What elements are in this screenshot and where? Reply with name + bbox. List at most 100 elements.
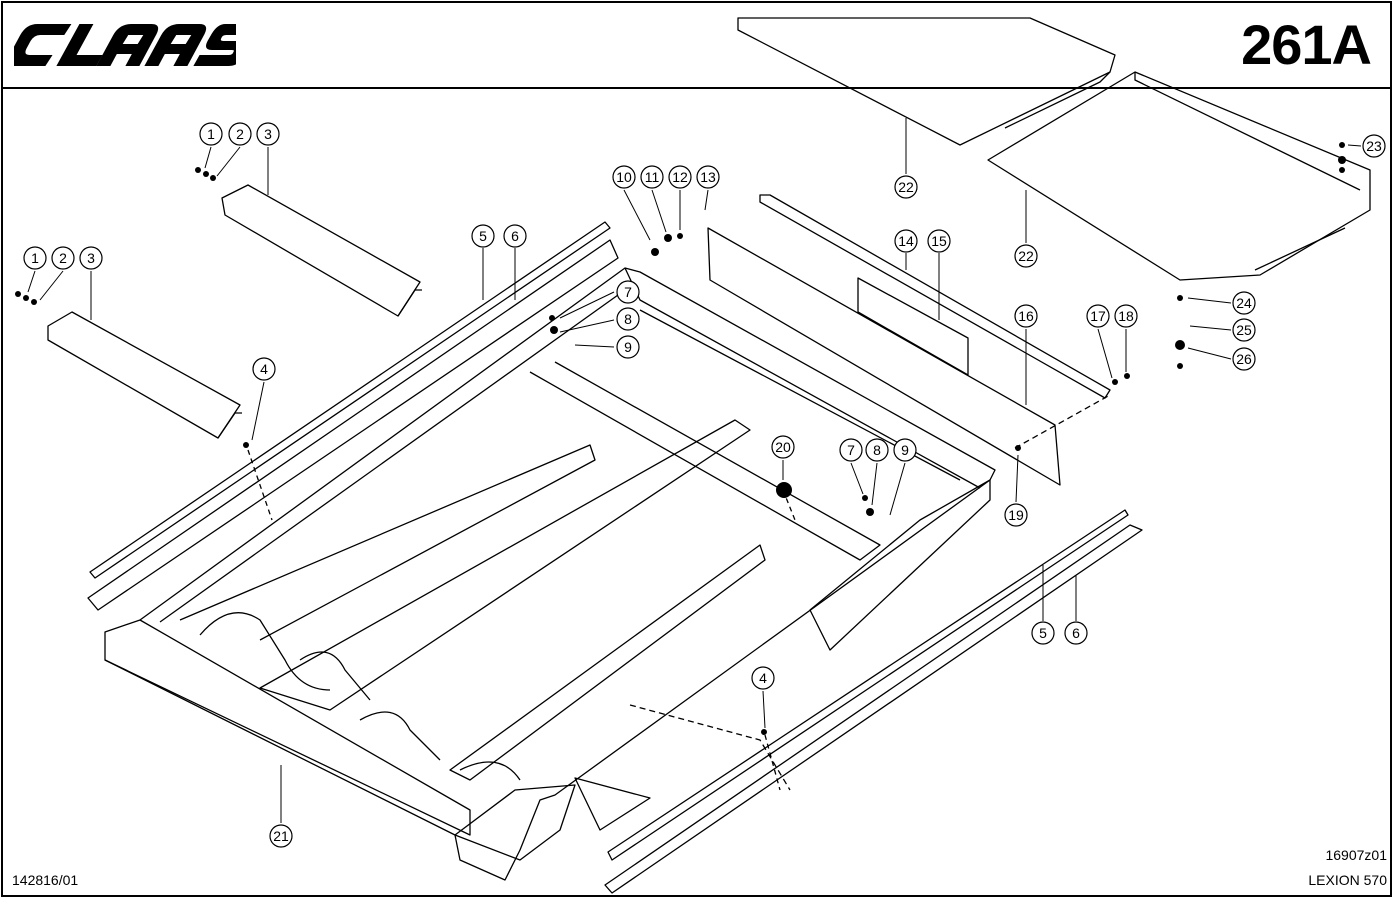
callout-number: 22 — [898, 179, 914, 195]
callout-circle — [616, 280, 640, 304]
strip-14 — [759, 194, 1111, 399]
cover-plate-upper — [737, 17, 1116, 146]
callout-17: 17 — [1086, 304, 1110, 328]
callout-number: 12 — [672, 169, 688, 185]
callout-number: 8 — [873, 442, 881, 458]
callout-circle — [199, 122, 223, 146]
callout-circle — [1114, 304, 1138, 328]
callout-number: 4 — [759, 670, 767, 686]
callout-circle — [1064, 621, 1088, 645]
callout-8: 8 — [865, 438, 889, 462]
callout-26: 26 — [1232, 347, 1256, 371]
callout-number: 6 — [511, 228, 519, 244]
callout-number: 20 — [775, 439, 791, 455]
callout-circle — [616, 307, 640, 331]
callout-number: 14 — [898, 233, 914, 249]
callout-circle — [79, 246, 103, 270]
callout-number: 2 — [59, 250, 67, 266]
callout-circle — [1014, 244, 1038, 268]
callout-circle — [1232, 318, 1256, 342]
callout-circle — [771, 435, 795, 459]
plate-15 — [857, 277, 969, 376]
auger-left — [199, 612, 331, 691]
callout-circle — [471, 224, 495, 248]
callout-number: 21 — [273, 828, 289, 844]
callout-13: 13 — [696, 165, 720, 189]
claas-logo — [14, 24, 236, 66]
callout-number: 8 — [624, 311, 632, 327]
right-end-plate — [809, 479, 991, 651]
callout-21: 21 — [269, 824, 293, 848]
callout-16: 16 — [1014, 304, 1038, 328]
callout-number: 16 — [1018, 308, 1034, 324]
callout-6: 6 — [1064, 621, 1088, 645]
callout-9: 9 — [893, 438, 917, 462]
callout-9: 9 — [616, 335, 640, 359]
callout-circle — [894, 229, 918, 253]
callout-number: 15 — [931, 233, 947, 249]
callout-circle — [839, 438, 863, 462]
callout-circle — [1232, 347, 1256, 371]
callout-number: 7 — [847, 442, 855, 458]
callout-14: 14 — [894, 229, 918, 253]
sheet-number: 261A — [1241, 13, 1372, 76]
callout-24: 24 — [1232, 291, 1256, 315]
callout-number: 26 — [1236, 351, 1252, 367]
callout-circle — [1362, 134, 1386, 158]
callout-19: 19 — [1004, 503, 1028, 527]
callout-22: 22 — [1014, 244, 1038, 268]
end-plate-bottom — [454, 784, 576, 861]
callout-number: 10 — [616, 169, 632, 185]
callout-circle — [668, 165, 692, 189]
callout-number: 13 — [700, 169, 716, 185]
callout-number: 3 — [264, 126, 272, 142]
callout-25: 25 — [1232, 318, 1256, 342]
callout-4: 4 — [252, 357, 276, 381]
callout-circle — [616, 335, 640, 359]
hardware-dots — [15, 142, 1346, 735]
callout-7: 7 — [839, 438, 863, 462]
callout-23: 23 — [1362, 134, 1386, 158]
trough-cover-lower — [47, 311, 241, 439]
callout-8: 8 — [616, 307, 640, 331]
side-panel-16 — [707, 227, 1061, 486]
callout-circle — [23, 246, 47, 270]
callout-circle — [228, 122, 252, 146]
callout-3: 3 — [256, 122, 280, 146]
machine-model: LEXION 570 — [1308, 872, 1387, 888]
callout-5: 5 — [471, 224, 495, 248]
callout-number: 24 — [1236, 295, 1252, 311]
callout-2: 2 — [51, 246, 75, 270]
callout-number: 3 — [87, 250, 95, 266]
callout-11: 11 — [640, 165, 664, 189]
callout-circle — [927, 229, 951, 253]
trough-cover-upper — [221, 184, 421, 317]
callout-circle — [1014, 304, 1038, 328]
callout-number: 9 — [901, 442, 909, 458]
callout-number: 1 — [31, 250, 39, 266]
callout-circle — [1086, 304, 1110, 328]
callout-12: 12 — [668, 165, 692, 189]
callout-number: 9 — [624, 339, 632, 355]
callout-number: 6 — [1072, 625, 1080, 641]
callout-18: 18 — [1114, 304, 1138, 328]
callout-number: 22 — [1018, 248, 1034, 264]
callout-22: 22 — [894, 175, 918, 199]
callout-circle — [503, 224, 527, 248]
callout-circle — [865, 438, 889, 462]
center-beam — [259, 419, 751, 711]
callout-circle — [893, 438, 917, 462]
callout-circle — [269, 824, 293, 848]
side-rail-left-5 — [89, 221, 611, 579]
callout-number: 23 — [1366, 138, 1382, 154]
callout-7: 7 — [616, 280, 640, 304]
figure-code: 16907z01 — [1325, 847, 1387, 863]
callout-number: 5 — [1039, 625, 1047, 641]
callout-number: 1 — [207, 126, 215, 142]
callout-circle — [696, 165, 720, 189]
callout-number: 19 — [1008, 507, 1024, 523]
